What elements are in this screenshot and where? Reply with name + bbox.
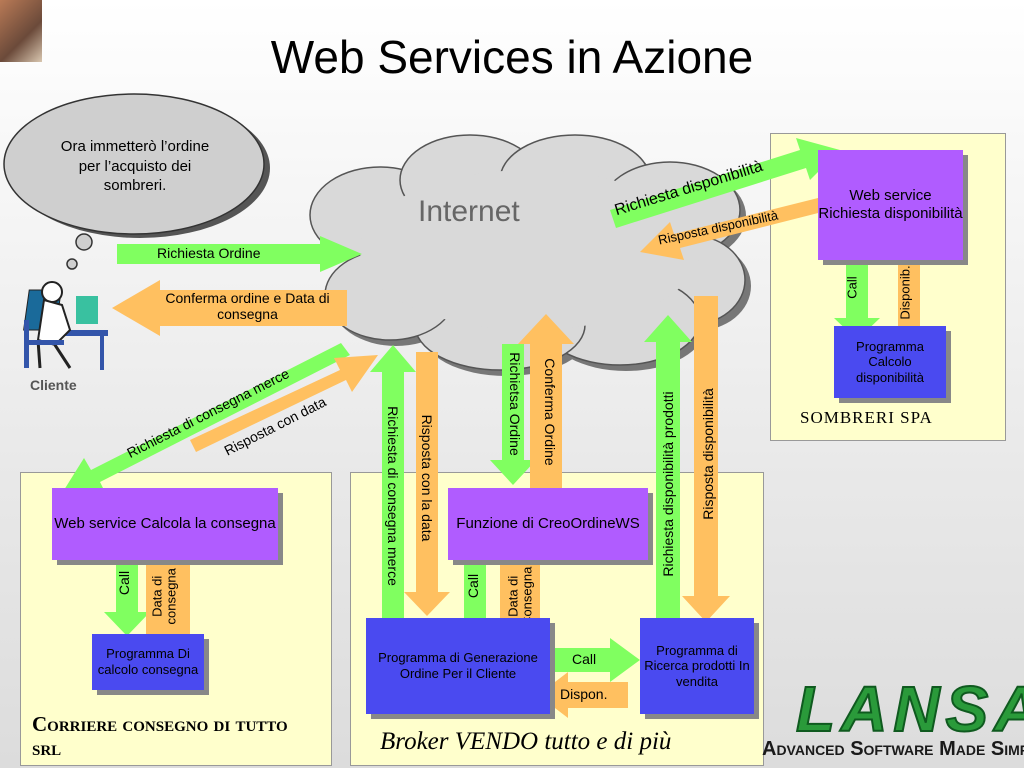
- internet-label: Internet: [418, 195, 520, 228]
- company-sombreri: SOMBRERI SPA: [800, 408, 933, 427]
- client-label: Cliente: [30, 377, 77, 393]
- arrow-call-horizontal: [545, 638, 640, 682]
- arrow-data-consegna: [138, 538, 198, 636]
- thought-bubble-text: Ora immetterò l’ordine per l’acquisto de…: [60, 138, 210, 194]
- arrow-richiesta-consegna-v: [370, 345, 416, 620]
- box-ws-calcola: Web service Calcola la consegna: [52, 488, 278, 560]
- arrow-risposta-disp-v: [682, 296, 730, 622]
- label-richiesta-consegna-v: Richiesta di consegna merce: [385, 406, 401, 586]
- label-richiesta-ordine: Richiesta Ordine: [157, 245, 261, 261]
- box-programma-calcolo-consegna: Programma Di calcolo consegna: [92, 634, 204, 690]
- box-programma-calcolo-disp: Programma Calcolo disponibilità: [834, 326, 946, 398]
- box-funzione-creoordine: Funzione di CreoOrdineWS: [448, 488, 648, 560]
- arrow-data-consegna-broker: [490, 538, 550, 642]
- corner-photo: [0, 0, 42, 62]
- arrow-call-corriere: [104, 540, 150, 636]
- label-dispon-horizontal: Dispon.: [560, 686, 608, 702]
- arrow-dispon-horizontal: [538, 672, 628, 718]
- client-figure-icon: [23, 281, 108, 370]
- arrow-risposta-disponibilita: [640, 196, 830, 260]
- arrow-conferma-ordine-v: [518, 314, 574, 488]
- label-risposta-data-v: Risposta con la data: [419, 414, 435, 542]
- label-call-sombreri: Call: [844, 276, 860, 299]
- arrow-conferma-ordine: [112, 280, 347, 336]
- label-call-broker: Call: [465, 573, 482, 599]
- label-call-horizontal: Call: [572, 651, 597, 667]
- thought-bubble: [3, 93, 270, 270]
- label-call-corriere: Call: [116, 570, 133, 596]
- label-disponib: Disponib.: [897, 265, 913, 320]
- arrow-richiesta-disponibilita: [610, 138, 840, 228]
- arrow-call-broker: [452, 540, 498, 642]
- lansa-tagline: Advanced Software Made Simple: [762, 738, 1024, 760]
- arrow-richietsa-ordine-v: [490, 344, 536, 485]
- lansa-logo: LANSA: [795, 672, 1024, 746]
- box-programma-generazione: Programma di Generazione Ordine Per il C…: [366, 618, 550, 714]
- company-corriere: Corriere consegno di tutto srl: [32, 712, 288, 761]
- box-ws-richiesta: Web service Richiesta disponibilità: [818, 150, 963, 260]
- label-richietsa-ordine-v: Richietsa Ordine: [507, 352, 523, 456]
- arrow-richiesta-ordine: [117, 236, 362, 272]
- label-richiesta-prodotti-v: Richiesta disponibilità prodotti: [660, 391, 676, 577]
- label-conferma-ordine: Conferma ordine e Data di consegna: [165, 290, 330, 322]
- label-conferma-ordine-v: Conferma Ordine: [542, 358, 558, 466]
- page-title: Web Services in Azione: [270, 31, 754, 83]
- label-risposta-disp-v: Risposta disponibilità: [700, 388, 716, 520]
- arrow-risposta-data-v: [404, 352, 450, 616]
- arrow-richiesta-prodotti-v: [644, 315, 692, 620]
- box-programma-ricerca: Programma di Ricerca prodotti In vendita: [640, 618, 754, 714]
- company-broker: Broker VENDO tutto e di più: [380, 728, 672, 755]
- label-data-consegna: Data di consegna: [149, 568, 179, 625]
- arrow-richiesta-consegna: [64, 335, 350, 494]
- arrow-risposta-data: [190, 355, 378, 452]
- arrow-call-sombreri: [834, 262, 880, 340]
